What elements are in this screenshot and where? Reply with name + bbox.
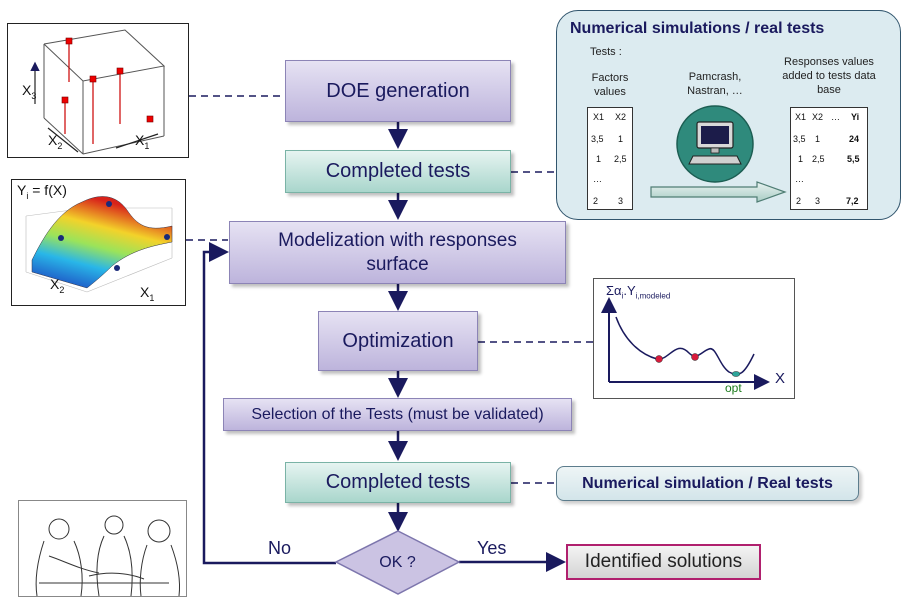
factors-cell: 2,5 (614, 154, 627, 164)
team-sketch-image (35, 515, 180, 597)
modelization-label-line2: surface (366, 253, 429, 275)
responses-cell: 2 (796, 196, 802, 206)
numerical-sim-real-tests-label: Numerical simulation / Real tests (556, 466, 859, 501)
completed-tests-box-2: Completed tests (285, 462, 511, 503)
yes-label: Yes (477, 538, 507, 558)
responses-cell: 5,5 (847, 154, 860, 164)
surface-axis-x2: X2 (50, 276, 65, 295)
responses-cell: 24 (849, 134, 860, 144)
factors-cell: … (593, 174, 602, 184)
factors-col-x2: X2 (615, 112, 627, 122)
identified-solutions-label: Identified solutions (584, 551, 743, 572)
decision-label-wrap: OK ? (336, 548, 459, 578)
responses-cell: 1 (815, 134, 821, 144)
optimization-box: Optimization (318, 311, 478, 371)
numerical-sim-real-tests-text: Numerical simulation / Real tests (582, 474, 833, 492)
doe-cube-drawing (30, 29, 166, 155)
factors-cell: 3,5 (591, 134, 604, 144)
cube-axis-x3: X3 (22, 82, 37, 101)
loop-back-line (202, 242, 336, 565)
responses-col-x2: X2 (812, 112, 824, 122)
opt-plot-ylabel: Σαi.Yi,modeled (606, 283, 671, 301)
factors-cell: 1 (618, 134, 624, 144)
responses-cell: … (795, 174, 804, 184)
sim-title: Numerical simulations / real tests (570, 20, 825, 37)
response-surface-plot (25, 196, 173, 293)
completed-tests-label-2: Completed tests (325, 471, 471, 493)
decision-diamond (334, 530, 461, 595)
surface-title: Yi = f(X) (17, 182, 67, 201)
factors-table: X1 X2 3,5 1 1 2,5 … 2 3 (587, 107, 633, 210)
opt-point-label: opt (725, 381, 742, 395)
selection-label: Selection of the Tests (must be validate… (251, 405, 544, 423)
optimization-label: Optimization (342, 329, 454, 352)
response-surface-panel: Yi = f(X) X2 X1 (11, 179, 186, 306)
computer-icon (676, 105, 754, 183)
factors-cell: 3 (618, 196, 624, 206)
identified-solutions-box: Identified solutions (566, 544, 761, 580)
modelization-label-line1: Modelization with responses (278, 229, 517, 251)
sim-flow-arrow (650, 181, 787, 203)
doe-generation-label: DOE generation (326, 79, 470, 102)
sim-software-label: Pamcrash,Nastran, … (687, 71, 743, 97)
selection-box: Selection of the Tests (must be validate… (223, 398, 572, 431)
doe-cube-panel: X3 X2 X1 (7, 23, 189, 158)
factors-cell: 2 (593, 196, 599, 206)
completed-tests-label-1: Completed tests (325, 160, 471, 182)
responses-cell: 3 (815, 196, 821, 206)
team-illustration (18, 500, 187, 597)
opt-plot-xlabel: X (775, 370, 786, 387)
cube-axis-x1: X1 (135, 132, 150, 151)
optimization-plot-panel: Σαi.Yi,modeled X opt (593, 278, 795, 399)
responses-col-x1: X1 (795, 112, 807, 122)
factors-col-x1: X1 (593, 112, 605, 122)
cube-axis-x2: X2 (48, 132, 63, 151)
responses-col-ellipsis: … (831, 112, 840, 122)
numerical-simulations-panel: Numerical simulations / real tests Tests… (556, 10, 901, 220)
decision-label: OK ? (379, 554, 416, 571)
modelization-box: Modelization with responses surface (229, 221, 566, 284)
responses-cell: 2,5 (812, 154, 825, 164)
doe-generation-box: DOE generation (285, 60, 511, 122)
surface-axis-x1: X1 (140, 284, 155, 303)
responses-cell: 7,2 (846, 196, 859, 206)
responses-cell: 3,5 (793, 134, 806, 144)
sim-tests-label: Tests : (590, 46, 622, 58)
responses-table: X1 X2 … Yi 3,5 1 24 1 2,5 5,5 … 2 3 7,2 (790, 107, 868, 210)
completed-tests-box-1: Completed tests (285, 150, 511, 193)
responses-cell: 1 (798, 154, 804, 164)
responses-col-yi: Yi (851, 112, 860, 122)
factors-cell: 1 (596, 154, 602, 164)
no-label: No (268, 538, 292, 558)
optimization-curve-plot (601, 297, 770, 390)
